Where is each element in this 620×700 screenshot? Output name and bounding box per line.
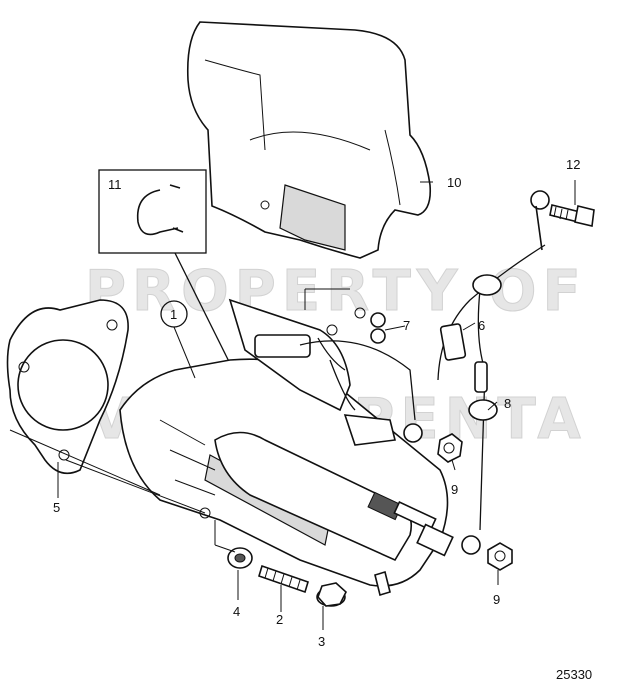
leader-lines xyxy=(9,180,576,630)
inset-frame xyxy=(98,169,207,254)
callout-11-label: 11 xyxy=(108,177,122,192)
gasket xyxy=(6,299,129,475)
cable-tie-inset xyxy=(98,169,269,441)
callout-12-label: 12 xyxy=(566,157,580,172)
watermark-line-1: PROPERTY OF xyxy=(85,259,587,324)
nut-9-lower xyxy=(487,542,513,571)
callout-5-label: 5 xyxy=(53,500,60,515)
nut-9-upper xyxy=(437,433,463,463)
bolt-12 xyxy=(549,204,595,227)
callout-9-label-upper: 9 xyxy=(451,482,458,497)
callout-9-label-lower: 9 xyxy=(493,592,500,607)
starter-motor xyxy=(119,298,454,597)
cover-shield xyxy=(186,21,432,259)
stud xyxy=(258,564,309,594)
callout-8-label: 8 xyxy=(504,396,511,411)
callout-4-label: 4 xyxy=(233,604,240,619)
callout-1-label: 1 xyxy=(170,307,177,322)
callout-10-label: 10 xyxy=(447,175,461,190)
callout-7-label: 7 xyxy=(403,318,410,333)
flange-nut xyxy=(316,582,347,607)
callout-1: 1 xyxy=(160,300,188,328)
callout-3-label: 3 xyxy=(318,634,325,649)
figure-number: 25330 xyxy=(556,667,592,682)
small-nuts xyxy=(326,307,386,344)
callout-2-label: 2 xyxy=(276,612,283,627)
callout-6-label: 6 xyxy=(478,318,485,333)
wiring-harness xyxy=(299,190,550,555)
washer xyxy=(227,547,253,569)
